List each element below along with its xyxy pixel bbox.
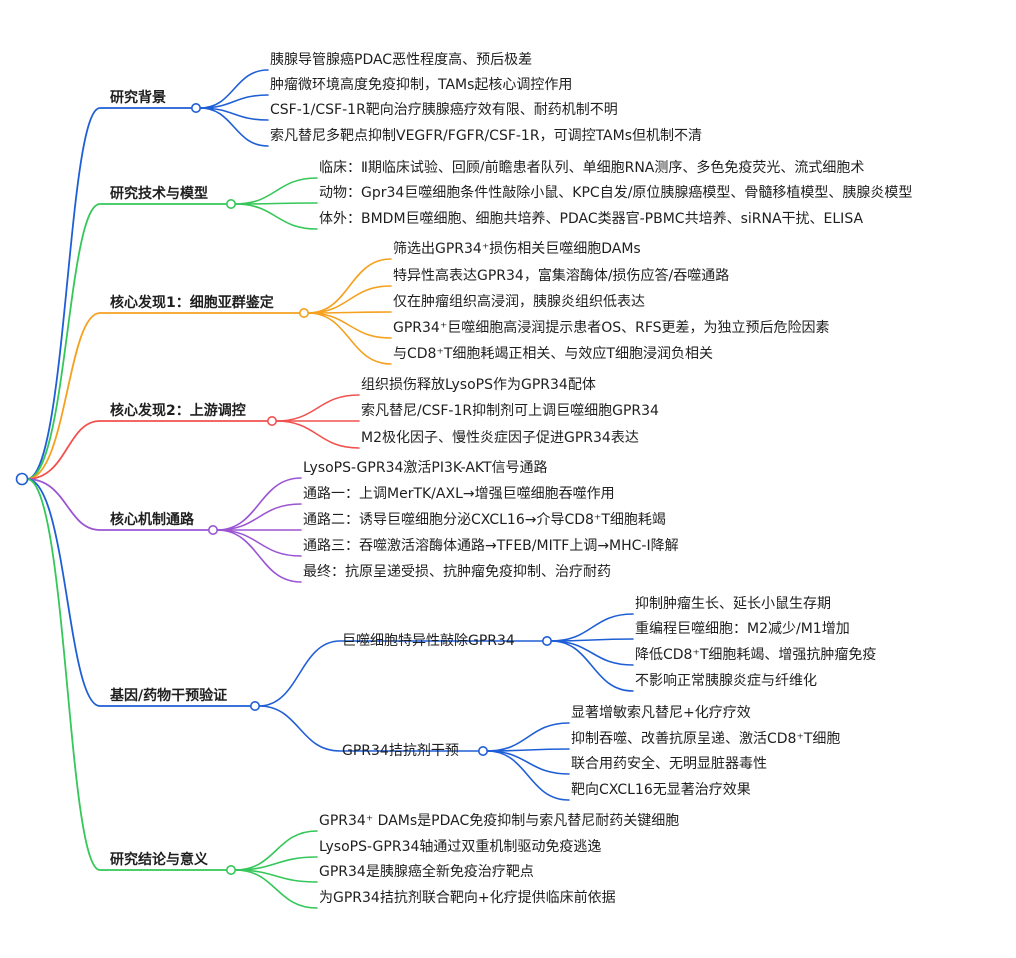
leaf-background-3: CSF-1/CSF-1R靶向治疗胰腺癌疗效有限、耐药机制不明	[270, 102, 618, 118]
branch-finding-1[interactable]: 核心发现1：细胞亚群鉴定	[110, 295, 274, 311]
edge-finding-1-5	[307, 312, 392, 365]
edge-mechanism-1	[216, 477, 302, 531]
edge-root-background	[26, 107, 193, 480]
branch-node-background[interactable]	[191, 103, 202, 114]
leaf-conclusion-3: GPR34是胰腺癌全新免疫治疗靶点	[319, 864, 534, 880]
leaf-antagonist-2: 抑制吞噬、改善抗原呈递、激活CD8⁺T细胞	[571, 731, 841, 747]
edge-mechanism-5	[216, 529, 302, 583]
leaf-finding-2-3: M2极化因子、慢性炎症因子促进GPR34表达	[361, 430, 639, 446]
edge-root-finding-2	[26, 420, 269, 480]
edge-root-validation	[26, 478, 252, 707]
edge-conclusion-4	[234, 869, 318, 909]
leaf-mechanism-5: 最终：抗原呈递受损、抗肿瘤免疫抑制、治疗耐药	[303, 564, 611, 580]
leaf-conclusion-1: GPR34⁺ DAMs是PDAC免疫抑制与索凡替尼耐药关键细胞	[319, 813, 680, 829]
leaf-conclusion-2: LysoPS-GPR34轴通过双重机制驱动免疫逃逸	[319, 839, 602, 855]
sub-node-antagonist[interactable]	[477, 745, 488, 756]
leaf-techniques-1: 临床：Ⅱ期临床试验、回顾/前瞻患者队列、单细胞RNA测序、多色免疫荧光、流式细胞…	[319, 160, 865, 176]
edge-root-techniques	[26, 203, 228, 480]
edge-finding-2-1	[275, 394, 360, 422]
branch-node-conclusion[interactable]	[226, 864, 237, 875]
edge-root-conclusion	[26, 478, 228, 871]
branch-finding-2[interactable]: 核心发现2：上游调控	[110, 403, 246, 419]
sub-knockout[interactable]: 巨噬细胞特异性敲除GPR34	[342, 633, 515, 649]
edge-antagonist-4	[486, 750, 570, 801]
edge-finding-1-2	[307, 285, 392, 314]
leaf-finding-1-5: 与CD8⁺T细胞耗竭正相关、与效应T细胞浸润负相关	[393, 346, 713, 362]
leaf-finding-1-3: 仅在肿瘤组织高浸润，胰腺炎组织低表达	[393, 294, 645, 310]
leaf-background-1: 胰腺导管腺癌PDAC恶性程度高、预后极差	[270, 52, 533, 68]
leaf-knockout-2: 重编程巨噬细胞：M2减少/M1增加	[635, 621, 850, 637]
branch-background[interactable]: 研究背景	[110, 90, 166, 106]
leaf-antagonist-4: 靶向CXCL16无显著治疗效果	[571, 782, 751, 798]
leaf-knockout-3: 降低CD8⁺T细胞耗竭、增强抗肿瘤免疫	[635, 647, 877, 663]
leaf-background-2: 肿瘤微环境高度免疫抑制，TAMs起核心调控作用	[270, 77, 573, 93]
branch-node-techniques[interactable]	[226, 199, 237, 210]
leaf-finding-1-4: GPR34⁺巨噬细胞高浸润提示患者OS、RFS更差，为独立预后危险因素	[393, 320, 830, 336]
edge-root-mechanism	[26, 478, 210, 531]
leaf-background-4: 索凡替尼多靶点抑制VEGFR/FGFR/CSF-1R，可调控TAMs但机制不清	[270, 128, 702, 144]
leaf-antagonist-1: 显著增敏索凡替尼+化疗疗效	[571, 705, 751, 721]
edge-validation-knockout	[258, 640, 544, 707]
branch-node-mechanism[interactable]	[208, 524, 219, 535]
branch-mechanism[interactable]: 核心机制通路	[110, 512, 194, 528]
edge-background-4	[199, 107, 269, 147]
edge-root-finding-1	[26, 312, 301, 480]
edge-finding-1-1	[307, 258, 392, 314]
leaf-mechanism-2: 通路一：上调MerTK/AXL→增强巨噬细胞吞噬作用	[303, 486, 615, 502]
leaf-knockout-4: 不影响正常胰腺炎症与纤维化	[635, 673, 817, 689]
leaf-mechanism-3: 通路二：诱导巨噬细胞分泌CXCL16→介导CD8⁺T细胞耗竭	[303, 512, 666, 528]
leaf-antagonist-3: 联合用药安全、无明显脏器毒性	[571, 756, 767, 772]
edge-mechanism-4	[216, 529, 302, 557]
edge-knockout-4	[550, 640, 634, 692]
edge-techniques-1	[234, 177, 318, 205]
edge-finding-1-4	[307, 312, 392, 339]
edge-knockout-1	[550, 613, 634, 642]
leaf-techniques-3: 体外：BMDM巨噬细胞、细胞共培养、PDAC类器官-PBMC共培养、siRNA干…	[319, 211, 864, 227]
leaf-conclusion-4: 为GPR34拮抗剂联合靶向+化疗提供临床前依据	[319, 890, 616, 906]
edge-antagonist-1	[486, 722, 570, 752]
leaf-finding-2-1: 组织损伤释放LysoPS作为GPR34配体	[361, 377, 596, 393]
branch-validation[interactable]: 基因/药物干预验证	[110, 688, 228, 704]
branch-conclusion[interactable]: 研究结论与意义	[110, 852, 208, 868]
edge-knockout-3	[550, 640, 634, 666]
leaf-mechanism-4: 通路三：吞噬激活溶酶体通路→TFEB/MITF上调→MHC-I降解	[303, 538, 679, 554]
leaf-mechanism-1: LysoPS-GPR34激活PI3K-AKT信号通路	[303, 460, 548, 476]
leaf-finding-1-1: 筛选出GPR34⁺损伤相关巨噬细胞DAMs	[393, 241, 641, 257]
edge-background-1	[199, 69, 269, 109]
edge-conclusion-1	[234, 830, 318, 871]
branch-techniques[interactable]: 研究技术与模型	[110, 186, 208, 202]
sub-antagonist[interactable]: GPR34拮抗剂干预	[342, 743, 459, 759]
branch-node-finding-1[interactable]	[298, 307, 309, 318]
edge-finding-2-3	[275, 420, 360, 449]
leaf-techniques-2: 动物：Gpr34巨噬细胞条件性敲除小鼠、KPC自发/原位胰腺癌模型、骨髓移植模型…	[319, 185, 913, 201]
edge-validation-antagonist	[258, 705, 480, 752]
root-node-circle[interactable]	[15, 472, 29, 486]
leaf-knockout-1: 抑制肿瘤生长、延长小鼠生存期	[635, 596, 831, 612]
sub-node-knockout[interactable]	[541, 635, 552, 646]
edge-mechanism-2	[216, 503, 302, 531]
leaf-finding-1-2: 特异性高表达GPR34，富集溶酶体/损伤应答/吞噬通路	[393, 268, 730, 284]
branch-node-validation[interactable]	[250, 700, 261, 711]
leaf-finding-2-2: 索凡替尼/CSF-1R抑制剂可上调巨噬细胞GPR34	[361, 403, 659, 419]
edge-techniques-3	[234, 203, 318, 230]
branch-node-finding-2[interactable]	[266, 415, 277, 426]
edge-antagonist-3	[486, 750, 570, 775]
